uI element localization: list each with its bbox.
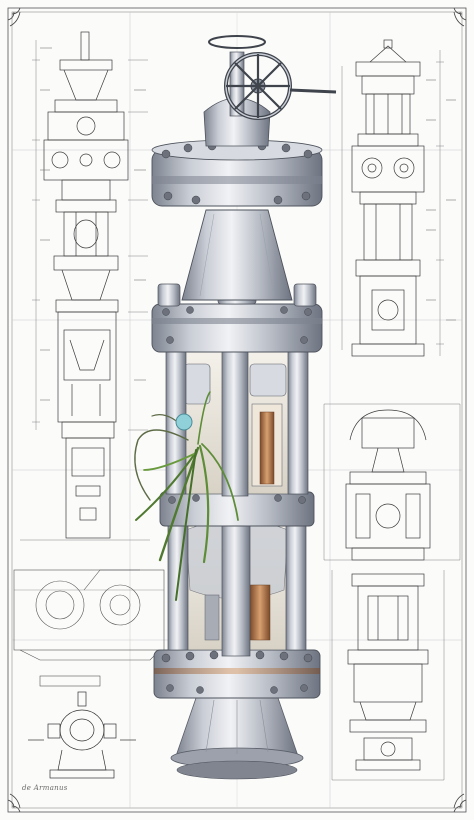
right-middle-schematic: [323, 403, 461, 561]
plant-icon: [134, 391, 239, 601]
handwheel-icon: [208, 35, 337, 120]
left-valve-schematic: [28, 691, 136, 779]
right-upper-schematic: [341, 39, 456, 357]
left-column-schematic: [20, 31, 150, 541]
corner-ornament-icon: [7, 7, 467, 813]
valve-column-render: [151, 51, 323, 780]
right-lower-schematic: [331, 570, 445, 781]
left-machine-schematic: [13, 569, 165, 687]
signature-caption: de Armanus: [22, 784, 68, 792]
